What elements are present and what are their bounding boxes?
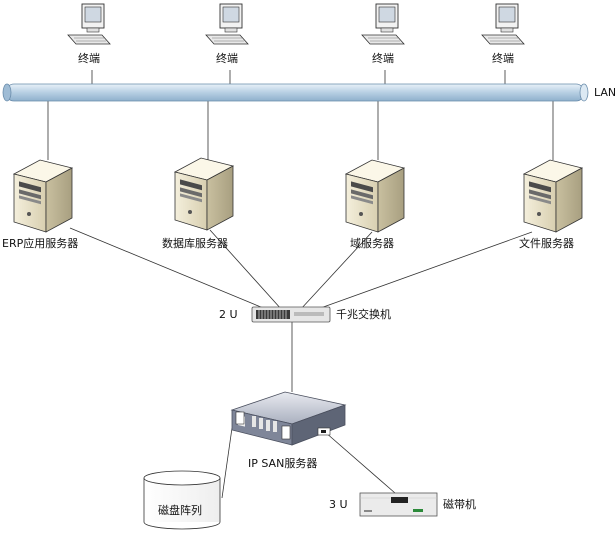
server-label: 文件服务器 bbox=[519, 236, 574, 250]
ip-san-server: IP SAN服务器 bbox=[230, 391, 347, 470]
desktop-computer-icon bbox=[481, 3, 525, 45]
switch-label: 千兆交换机 bbox=[336, 307, 391, 321]
server-3: 域服务器 bbox=[344, 159, 406, 250]
disk-array: 磁盘阵列 bbox=[143, 470, 221, 530]
lan-bus bbox=[2, 83, 589, 102]
terminal-label: 终端 bbox=[492, 51, 514, 65]
terminal-4: 终端 bbox=[481, 3, 525, 65]
terminal-3: 终端 bbox=[361, 3, 405, 65]
terminal-label: 终端 bbox=[372, 51, 394, 65]
tape-drive-icon bbox=[359, 492, 438, 517]
tape-drive: 3 U 磁带机 bbox=[329, 492, 476, 517]
server-2: 数据库服务器 bbox=[162, 157, 235, 250]
server-4-switch-link bbox=[314, 231, 533, 311]
server-label: 数据库服务器 bbox=[162, 236, 228, 250]
tape-size-label: 3 U bbox=[329, 498, 348, 511]
connection-lines bbox=[47, 70, 554, 499]
server-label: ERP应用服务器 bbox=[2, 236, 78, 250]
disk-array-label: 磁盘阵列 bbox=[158, 503, 202, 517]
disk-cylinder-icon bbox=[143, 470, 221, 530]
terminal-2: 终端 bbox=[205, 3, 249, 65]
server-1: ERP应用服务器 bbox=[2, 159, 78, 250]
terminal-label: 终端 bbox=[78, 51, 100, 65]
gigabit-switch: 2 U 千兆交换机 bbox=[219, 306, 391, 323]
tower-server-icon bbox=[522, 159, 584, 233]
switch-size-label: 2 U bbox=[219, 308, 238, 321]
san-tape-link bbox=[324, 431, 396, 494]
tower-server-icon bbox=[12, 159, 74, 233]
desktop-computer-icon bbox=[205, 3, 249, 45]
desktop-computer-icon bbox=[67, 3, 111, 45]
terminal-1: 终端 bbox=[67, 3, 111, 65]
tape-label: 磁带机 bbox=[443, 497, 476, 511]
terminal-label: 终端 bbox=[216, 51, 238, 65]
tower-server-icon bbox=[344, 159, 406, 233]
server-1-switch-link bbox=[69, 227, 269, 311]
server-4: 文件服务器 bbox=[519, 159, 584, 250]
tower-server-icon bbox=[173, 157, 235, 231]
san-label: IP SAN服务器 bbox=[248, 457, 317, 470]
lan-bus-label: LAN bbox=[594, 86, 615, 99]
desktop-computer-icon bbox=[361, 3, 405, 45]
network-switch-icon bbox=[251, 306, 331, 323]
server-2-switch-link bbox=[209, 229, 283, 311]
server-3-switch-link bbox=[299, 231, 373, 311]
san-disk-link bbox=[221, 427, 233, 499]
server-label: 域服务器 bbox=[350, 237, 394, 250]
storage-server-icon bbox=[230, 391, 347, 446]
